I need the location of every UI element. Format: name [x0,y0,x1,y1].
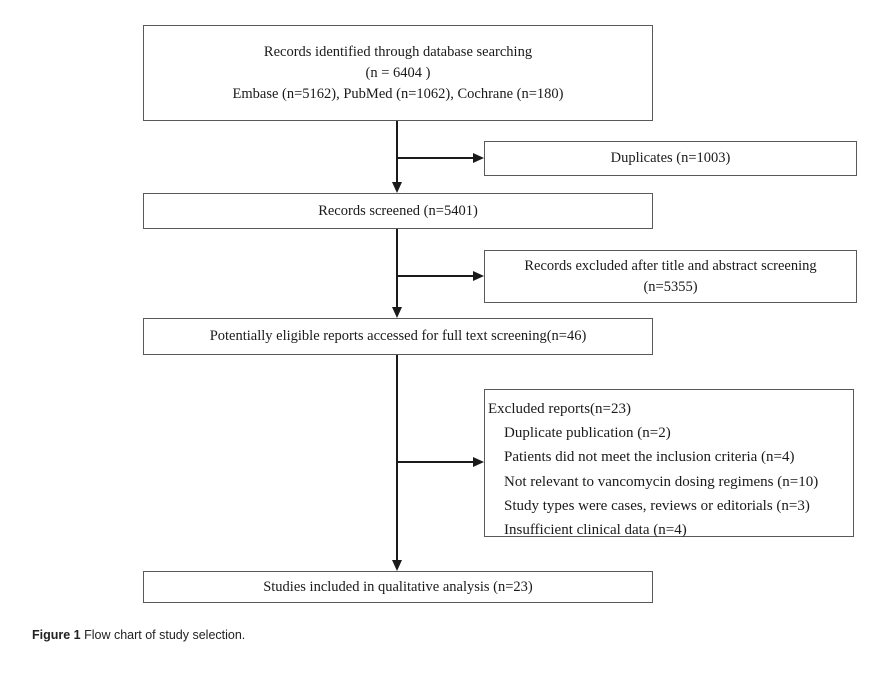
connector-line-screened-eligible [396,229,398,308]
arrow-down-icon [392,182,402,193]
box-records-identified: Records identified through database sear… [143,25,653,121]
excluded-reports-item: Patients did not meet the inclusion crit… [504,449,795,466]
connector-line-title-abstract [397,275,474,277]
studies-included-text: Studies included in qualitative analysis… [263,578,533,595]
box-duplicates: Duplicates (n=1003) [484,141,857,176]
excluded-reports-title: Excluded reports(n=23) [488,401,631,417]
excluded-reports-item: Study types were cases, reviews or edito… [504,497,810,514]
excluded-title-abstract-line2: (n=5355) [643,278,698,295]
box-records-screened: Records screened (n=5401) [143,193,653,229]
figure-caption-label: Figure 1 [32,628,81,642]
excluded-reports-item: Duplicate publication (n=2) [504,425,671,442]
records-identified-line2: (n = 6404 ) [365,64,431,81]
excluded-title-abstract-line1: Records excluded after title and abstrac… [524,257,817,274]
figure-caption: Figure 1 Flow chart of study selection. [32,628,245,642]
records-identified-line1: Records identified through database sear… [263,43,533,60]
box-excluded-title-abstract: Records excluded after title and abstrac… [484,250,857,303]
connector-line-eligible-included [396,355,398,561]
figure-caption-text: Flow chart of study selection. [80,628,246,642]
duplicates-text: Duplicates (n=1003) [610,150,731,166]
arrow-down-icon [392,560,402,571]
excluded-reports-item: Not relevant to vancomycin dosing regime… [504,473,819,490]
records-identified-line3: Embase (n=5162), PubMed (n=1062), Cochra… [232,85,564,102]
excluded-reports-item: Insufficient clinical data (n=4) [504,522,687,539]
records-screened-text: Records screened (n=5401) [318,202,478,219]
connector-line-duplicates [397,157,474,159]
arrow-right-icon [473,271,484,281]
connector-line-identified-screened [396,121,398,183]
box-potentially-eligible: Potentially eligible reports accessed fo… [143,318,653,355]
box-excluded-reports: Excluded reports(n=23) Duplicate publica… [484,389,854,538]
arrow-down-icon [392,307,402,318]
arrow-right-icon [473,457,484,467]
box-studies-included: Studies included in qualitative analysis… [143,571,653,603]
connector-line-excluded-reports [397,461,474,463]
potentially-eligible-text: Potentially eligible reports accessed fo… [209,328,587,344]
arrow-right-icon [473,153,484,163]
